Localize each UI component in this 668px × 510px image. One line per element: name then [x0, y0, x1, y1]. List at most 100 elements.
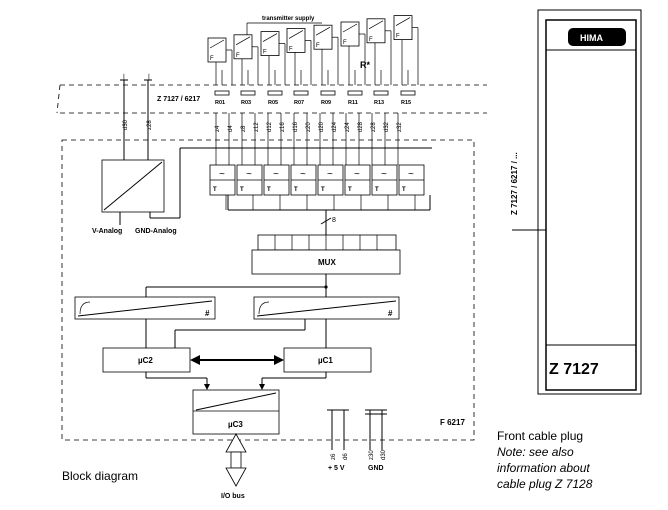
caption-note-1: Note: see also	[497, 445, 574, 459]
pin-d30: d30	[123, 119, 129, 130]
channel-pin-label: d16	[293, 121, 299, 132]
filter-3: ~T	[263, 164, 290, 210]
filter-symbol: ~	[327, 169, 333, 180]
mux-box	[251, 249, 401, 275]
gnd-analog-label: GND-Analog	[135, 228, 177, 235]
power-pins: z6 d6 z30 d30 + 5 V GND	[327, 409, 387, 472]
sensor-1: F	[207, 37, 233, 85]
module-label: F 6217	[440, 418, 465, 427]
filter-symbol: ~	[408, 169, 414, 180]
brand-label: HIMA	[580, 33, 603, 43]
sensor-f-label: F	[343, 40, 347, 46]
panel-model-label: Z 7127	[549, 361, 599, 378]
mux: MUX	[251, 234, 401, 275]
caption-note-2: information about	[497, 461, 590, 475]
panel-vertical-label: Z 7127 / 6217 / ...	[510, 152, 519, 215]
filter-t-label: T	[213, 187, 217, 193]
resistor-label: R05	[268, 100, 278, 106]
filter-2: ~T	[236, 164, 263, 210]
resistor-group: R01 R03 R05 R07 R09 R11 R13 R15	[214, 90, 416, 106]
uc-link-arrow	[190, 355, 284, 365]
channel-pin-label: z8	[241, 125, 247, 132]
filter-t-label: T	[267, 187, 271, 193]
filter-7: ~T	[371, 164, 398, 210]
module-border	[61, 139, 475, 441]
uc1-label: µC1	[318, 356, 333, 365]
ground-symbol-1: ⊥	[120, 72, 128, 82]
sensor-4: F	[286, 27, 312, 85]
resistor-symbol	[293, 90, 309, 96]
resistor-label: R03	[241, 100, 251, 106]
front-panel: HIMA Z 7127 / 6217 / ... Z 7127	[510, 9, 642, 395]
pin-d6: d6	[343, 453, 349, 460]
resistor-label: R07	[294, 100, 304, 106]
sensor-f-label: F	[396, 34, 400, 40]
adc-left-hash: #	[205, 309, 210, 318]
filter-symbol: ~	[219, 169, 225, 180]
filter-symbol: ~	[381, 169, 387, 180]
filter-t-label: T	[348, 187, 352, 193]
sensor-7: F	[366, 18, 392, 85]
sensor-f-label: F	[289, 46, 293, 52]
filter-t-label: T	[240, 187, 244, 193]
caption-title: Front cable plug	[497, 429, 583, 443]
resistor-label: R01	[215, 100, 225, 106]
resistor-label: R15	[401, 100, 411, 106]
channel-pin-label: z4	[215, 125, 221, 132]
channel-pin-label: d28	[358, 121, 364, 132]
uc2-label: µC2	[138, 356, 153, 365]
filter-t-label: T	[375, 187, 379, 193]
channel-pin-label: d12	[267, 121, 273, 132]
analog-supply: ⊥ ⊥ d30 z28 V-Analog GND-Analog	[92, 72, 432, 235]
uc2-box	[102, 347, 191, 373]
filter-t-label: T	[294, 187, 298, 193]
filter-8: ~T	[398, 164, 425, 210]
io-bus-label: I/O bus	[221, 493, 245, 500]
uc-to-uc3	[145, 372, 327, 390]
sensor-3: F	[260, 31, 286, 85]
filter-1: ~T	[209, 164, 236, 210]
sensor-6: F	[340, 21, 366, 85]
plus5v-label: + 5 V	[328, 465, 345, 472]
resistor-label: R11	[348, 100, 358, 106]
channel-pin-label: d32	[384, 121, 390, 132]
sensor-5: F	[313, 24, 339, 85]
resistor-symbol	[347, 90, 363, 96]
channel-pin-label: z12	[254, 122, 260, 132]
filter-symbol: ~	[273, 169, 279, 180]
resistor-symbol	[320, 90, 336, 96]
sensor-f-label: F	[236, 53, 240, 59]
sensor-f-label: F	[369, 37, 373, 43]
adc-to-uc	[145, 319, 327, 348]
channel-pin-label: z16	[280, 122, 286, 132]
sensor-f-label: F	[210, 56, 214, 62]
gnd-label: GND	[368, 465, 384, 472]
filter-group: ~T~T~T~T~T~T~T~T	[209, 164, 425, 210]
cable-plug-label: Z 7127 / 6217	[157, 96, 200, 103]
channel-pin-label: z32	[397, 122, 403, 132]
resistor-symbol	[373, 90, 389, 96]
mux-label: MUX	[318, 258, 336, 267]
resistor-symbol	[267, 90, 283, 96]
channel-pin-label: z20	[306, 122, 312, 132]
filter-t-label: T	[402, 187, 406, 193]
filter-symbol: ~	[354, 169, 360, 180]
filter-symbol: ~	[300, 169, 306, 180]
sensor-8: F	[393, 15, 419, 85]
channel-pin-label: d20	[319, 121, 325, 132]
adc-right: #	[253, 296, 400, 320]
sensor-f-label: F	[316, 43, 320, 49]
block-diagram-label: Block diagram	[62, 469, 138, 483]
resistor-label: R09	[321, 100, 331, 106]
pin-z28: z28	[147, 120, 153, 130]
cable-plug-band: Z 7127 / 6217	[56, 84, 487, 114]
resistor-label: R13	[374, 100, 384, 106]
pin-z30: z30	[369, 450, 375, 460]
resistor-symbol	[214, 90, 230, 96]
io-bus-arrow: I/O bus	[221, 433, 247, 500]
resistor-symbol	[240, 90, 256, 96]
v-analog-label: V-Analog	[92, 228, 122, 235]
channel-pin-label: z24	[345, 122, 351, 132]
